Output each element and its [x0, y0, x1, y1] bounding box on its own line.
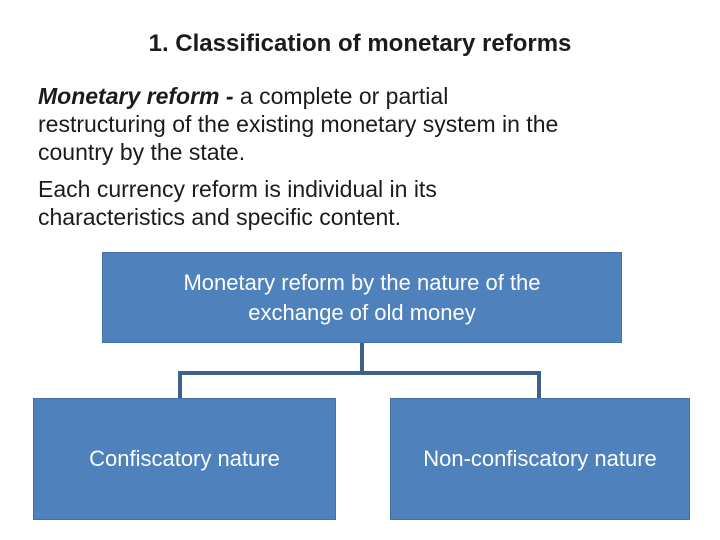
connector-drop-right [537, 371, 541, 398]
text-line: restructuring of the existing monetary s… [38, 111, 559, 137]
diagram-child-box-left: Confiscatory nature [33, 398, 336, 520]
text-line: Monetary reform - a complete or partial [38, 82, 558, 110]
child-box-label: Non-confiscatory nature [423, 446, 657, 471]
text-line: country by the state. [38, 139, 246, 165]
definition-line1-rest: a complete or partial [233, 83, 449, 109]
text-line: Each currency reform is individual in it… [38, 176, 437, 202]
note-paragraph: Each currency reform is individual in it… [38, 175, 437, 231]
diagram-child-box-right: Non-confiscatory nature [390, 398, 690, 520]
slide-title: 1. Classification of monetary reforms [148, 30, 572, 57]
root-box-label-line2: exchange of old money [248, 299, 476, 325]
text-line: characteristics and specific content. [38, 204, 402, 230]
connector-horizontal [178, 371, 541, 375]
diagram-root-box: Monetary reform by the nature of the exc… [102, 252, 622, 343]
root-box-label-line1: Monetary reform by the nature of the [183, 269, 541, 295]
connector-drop-left [178, 371, 182, 398]
definition-paragraph: Monetary reform - a complete or partial … [38, 82, 558, 166]
child-box-label: Confiscatory nature [89, 446, 280, 471]
connector-stub [360, 343, 364, 373]
definition-term: Monetary reform - [38, 83, 234, 109]
